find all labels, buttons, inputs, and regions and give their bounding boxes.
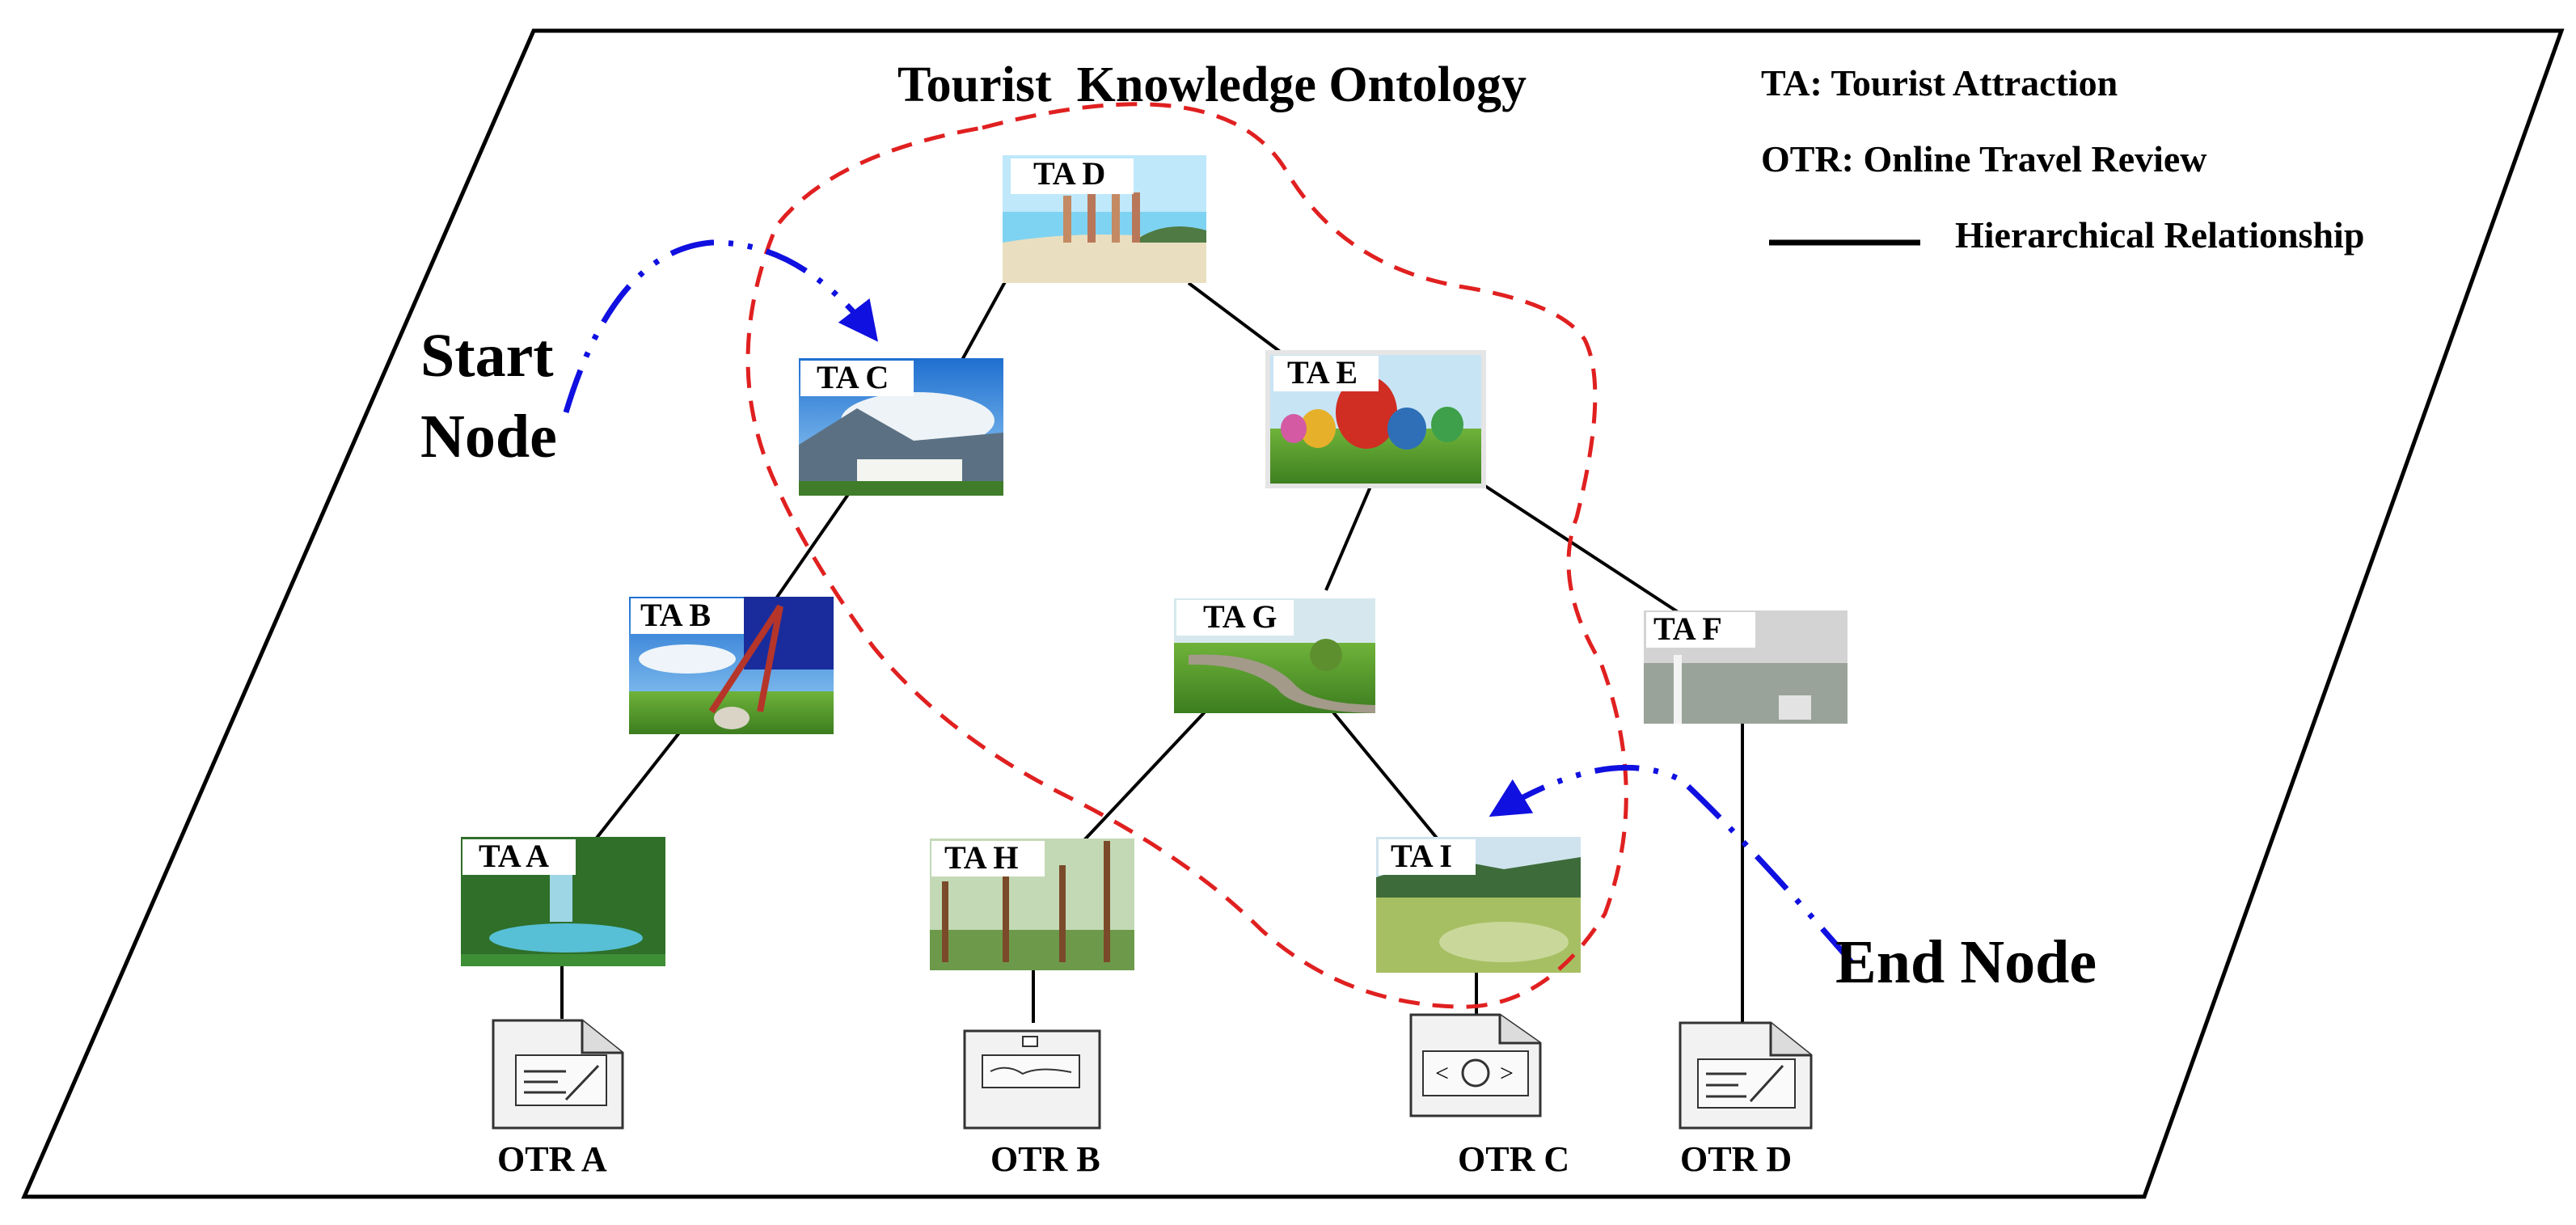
node-label: TA D	[1033, 155, 1105, 192]
start-node-word1: Start	[420, 322, 554, 390]
node-ta-f[interactable]: TA F	[1644, 610, 1848, 724]
node-ta-a[interactable]: TA A	[461, 837, 665, 966]
node-label: TA E	[1287, 354, 1358, 391]
legend-ta: TA: Tourist Attraction	[1761, 62, 2118, 103]
otr-b-label: OTR B	[990, 1139, 1100, 1179]
node-ta-g[interactable]: TA G	[1174, 598, 1375, 713]
otr-c-label: OTR C	[1458, 1139, 1569, 1179]
start-node-word2: Node	[420, 403, 557, 471]
node-label: TA F	[1653, 610, 1722, 647]
node-ta-c[interactable]: TA C	[799, 358, 1003, 496]
legend-otr: OTR: Online Travel Review	[1761, 138, 2207, 180]
node-ta-d[interactable]: TA D	[1003, 155, 1206, 283]
review-otr-c[interactable]: < >	[1409, 1013, 1542, 1117]
hierarchical-edges	[560, 278, 1744, 1023]
legend-hierarchical: Hierarchical Relationship	[1955, 214, 2364, 256]
node-label: TA H	[944, 839, 1019, 876]
svg-text:>: >	[1500, 1060, 1514, 1087]
start-node-label: Start Node	[420, 322, 569, 471]
svg-text:<: <	[1435, 1060, 1449, 1087]
otr-a-label: OTR A	[497, 1139, 607, 1179]
review-otr-b[interactable]	[963, 1029, 1101, 1130]
traversal-region	[745, 102, 1628, 1009]
end-node-label: End Node	[1835, 928, 2097, 996]
node-label: TA C	[817, 359, 889, 395]
diagram-title: Tourist Knowledge Ontology	[897, 57, 1527, 112]
start-path-arrow[interactable]	[563, 239, 878, 414]
node-label: TA G	[1203, 598, 1277, 635]
node-label: TA I	[1391, 838, 1452, 874]
node-ta-b[interactable]: TA B	[629, 597, 834, 734]
node-ta-e[interactable]: TA E	[1265, 350, 1486, 488]
node-ta-i[interactable]: TA I	[1376, 837, 1581, 973]
node-ta-h[interactable]: TA H	[930, 838, 1134, 970]
node-label: TA B	[640, 597, 711, 633]
review-otr-a[interactable]	[492, 1019, 624, 1130]
review-otr-d[interactable]	[1679, 1021, 1813, 1130]
otr-d-label: OTR D	[1680, 1139, 1792, 1179]
node-label: TA A	[479, 838, 549, 874]
